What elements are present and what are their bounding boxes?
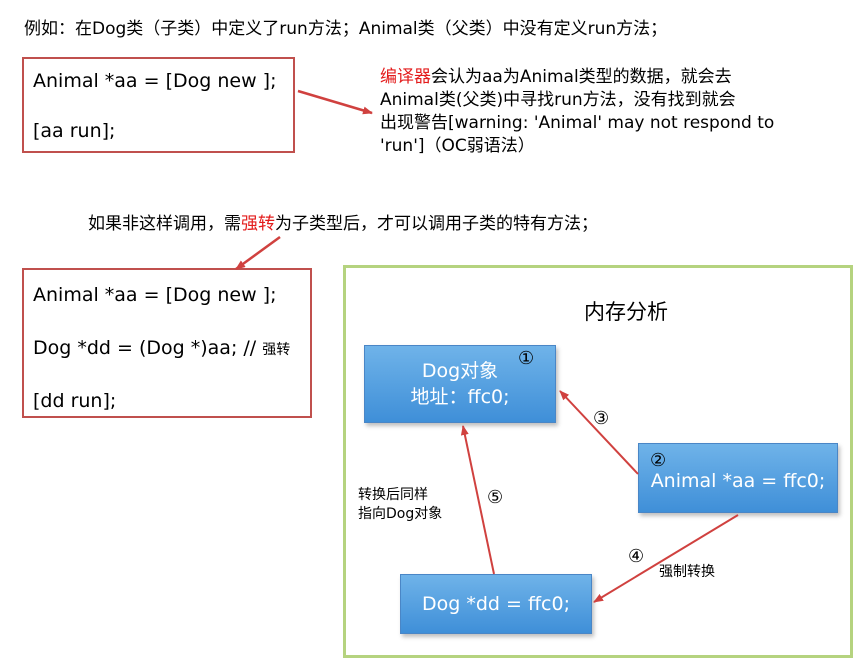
compiler-highlight: 编译器: [380, 67, 431, 87]
animal-variable-text: Animal *aa = ffc0;: [650, 470, 826, 492]
warning-text: 会认为aa为Animal类型的数据，就会去: [431, 67, 732, 87]
step-2-marker: ②: [650, 450, 667, 471]
code-line: Animal *aa = [Dog new ];: [33, 70, 277, 92]
points-to-dog-label: 转换后同样 指向Dog对象: [358, 486, 442, 524]
warning-line-2: Animal类(父类)中寻找run方法，没有找到就会: [380, 90, 736, 110]
step-4-marker: ④: [628, 546, 645, 567]
cast-highlight: 强转: [241, 214, 275, 234]
mid-text-after: 为子类型后，才可以调用子类的特有方法；: [275, 214, 598, 234]
cast-comment: 强转: [262, 342, 291, 358]
warning-arrow: [297, 89, 373, 115]
dog-object-box: Dog对象 地址：ffc0;: [364, 345, 556, 423]
warning-line-1: 编译器会认为aa为Animal类型的数据，就会去: [380, 66, 790, 89]
intro-text: 例如：在Dog类（子类）中定义了run方法；Animal类（父类）中没有定义ru…: [24, 19, 668, 39]
cast-code: Dog *dd = (Dog *)aa; //: [33, 337, 257, 359]
animal-variable-box: Animal *aa = ffc0;: [638, 443, 838, 513]
warning-line-3: 出现警告[warning: 'Animal' may not respond t…: [380, 113, 775, 133]
warning-line-4: 'run']（OC弱语法）: [380, 136, 535, 156]
memory-title: 内存分析: [584, 300, 668, 324]
dog-variable-text: Dog *dd = ffc0;: [421, 593, 570, 615]
code-line: Animal *aa = [Dog new ];: [33, 284, 277, 306]
points-to-dog-line-2: 指向Dog对象: [358, 506, 443, 522]
warning-note: 编译器会认为aa为Animal类型的数据，就会去 Animal类(父类)中寻找r…: [380, 66, 790, 158]
code-line: [aa run];: [33, 120, 116, 142]
forced-cast-label: 强制转换: [659, 564, 715, 580]
dog-object-label: Dog对象: [421, 360, 499, 382]
code-line: Dog *dd = (Dog *)aa; // 强转: [33, 337, 290, 359]
step-5-marker: ⑤: [487, 487, 504, 508]
step-3-marker: ③: [593, 408, 610, 429]
step-1-marker: ①: [518, 348, 535, 369]
cast-requirement-text: 如果非这样调用，需强转为子类型后，才可以调用子类的特有方法；: [88, 209, 598, 234]
cast-arrow: [235, 235, 281, 271]
code-block-1: Animal *aa = [Dog new ]; [aa run];: [22, 57, 295, 153]
dog-variable-box: Dog *dd = ffc0;: [400, 574, 592, 634]
dog-object-address: 地址：ffc0;: [410, 386, 510, 408]
points-to-dog-line-1: 转换后同样: [358, 487, 428, 503]
code-block-2: Animal *aa = [Dog new ]; Dog *dd = (Dog …: [22, 268, 312, 418]
code-line: [dd run];: [33, 390, 117, 412]
mid-text-before: 如果非这样调用，需: [88, 214, 241, 234]
